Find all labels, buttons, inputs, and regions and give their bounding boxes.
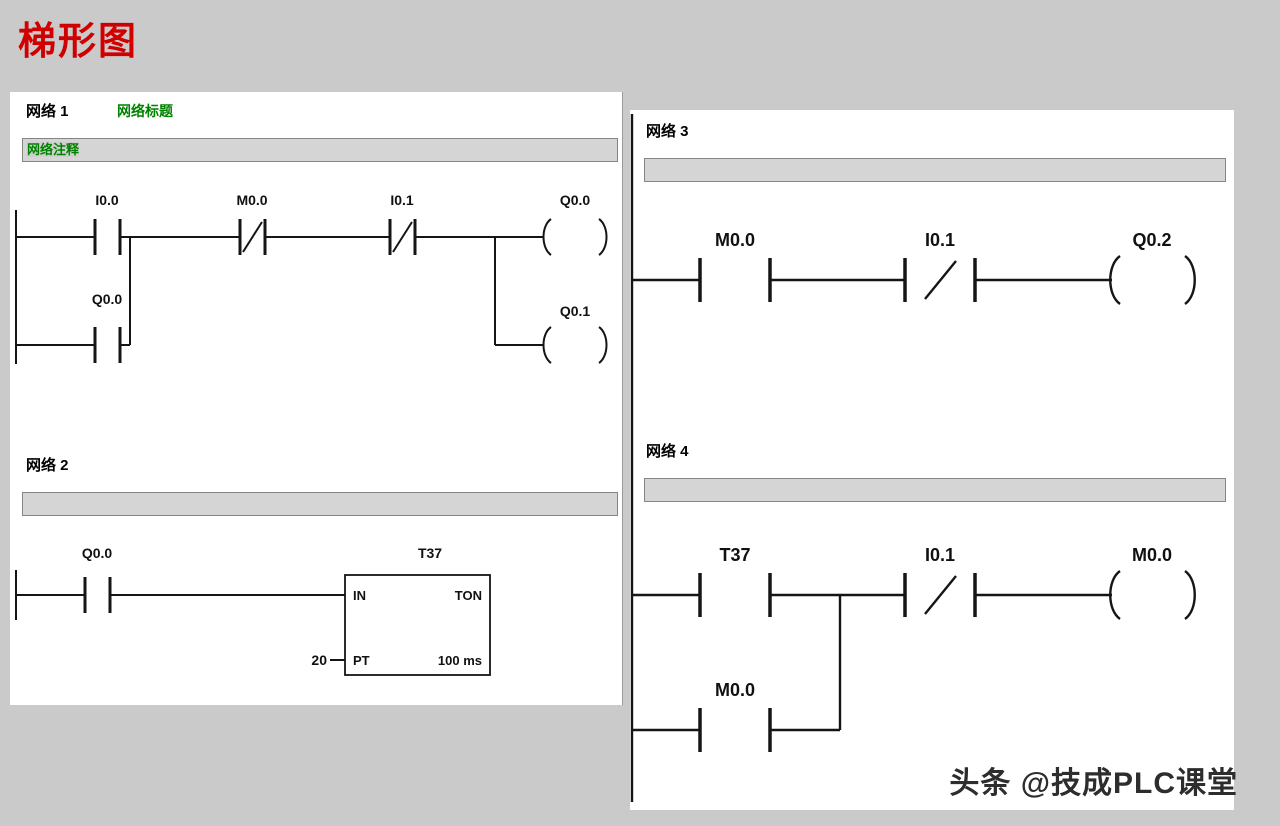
network1-header[interactable]: 网络 1 网络标题 — [26, 100, 173, 120]
contact-i01-n4-label[interactable]: I0.1 — [925, 545, 955, 565]
nc-contact-i01[interactable] — [388, 219, 417, 255]
timer-preset-value[interactable]: 20 — [311, 652, 327, 668]
contact-i01-label[interactable]: I0.1 — [390, 192, 414, 208]
contact-t37-label[interactable]: T37 — [719, 545, 750, 565]
network2-rung: Q0.0 IN TON PT 100 ms T37 20 — [15, 545, 491, 676]
timer-t37-label[interactable]: T37 — [418, 545, 442, 561]
contact-q00-n2-label[interactable]: Q0.0 — [82, 545, 113, 561]
left-ladder-graphics: I0.0 M0.0 I0.1 Q0.0 — [15, 192, 608, 676]
contact-m00-branch-label[interactable]: M0.0 — [715, 680, 755, 700]
network1-comment: 网络注释 — [27, 142, 80, 157]
no-contact-i00[interactable] — [93, 219, 122, 255]
network2-label: 网络 2 — [26, 457, 69, 474]
no-contact-m00-n3[interactable] — [698, 258, 772, 302]
right-editor-panel: 网络 3 网络 4 M0.0 I0.1 — [630, 110, 1234, 810]
timer-in-pin: IN — [353, 588, 366, 603]
coil-m00-label[interactable]: M0.0 — [1132, 545, 1172, 565]
network2-comment-bar[interactable] — [22, 492, 618, 516]
contact-m00-label[interactable]: M0.0 — [236, 192, 267, 208]
timer-type-label: TON — [455, 588, 482, 603]
contact-m00-n3-label[interactable]: M0.0 — [715, 230, 755, 250]
coil-q02-label[interactable]: Q0.2 — [1132, 230, 1171, 250]
coil-q00-label[interactable]: Q0.0 — [560, 192, 591, 208]
coil-q02[interactable] — [1109, 255, 1196, 305]
contact-q00-branch-label[interactable]: Q0.0 — [92, 291, 123, 307]
page-title: 梯形图 — [18, 21, 139, 63]
coil-m00[interactable] — [1109, 570, 1196, 620]
network3-label: 网络 3 — [646, 123, 689, 140]
network4-header[interactable]: 网络 4 — [646, 440, 689, 460]
left-editor-panel: 网络 1 网络标题 网络注释 网络 2 I0.0 M0.0 — [10, 92, 623, 705]
network3-rung: M0.0 I0.1 Q0.2 — [632, 230, 1196, 305]
no-contact-q00-n2[interactable] — [83, 577, 112, 613]
network1-label: 网络 1 — [26, 103, 69, 120]
network3-comment-bar[interactable] — [644, 158, 1226, 182]
network4-comment-bar[interactable] — [644, 478, 1226, 502]
timer-base-label: 100 ms — [438, 653, 482, 668]
nc-contact-m00[interactable] — [238, 219, 267, 255]
network1-rung: I0.0 M0.0 I0.1 Q0.0 — [15, 192, 608, 364]
right-ladder-graphics: M0.0 I0.1 Q0.2 T37 — [630, 114, 1196, 802]
timer-pt-pin: PT — [353, 653, 370, 668]
contact-i01-n3-label[interactable]: I0.1 — [925, 230, 955, 250]
no-contact-m00-branch[interactable] — [698, 708, 772, 752]
coil-q01[interactable] — [542, 326, 608, 364]
nc-contact-i01-n4[interactable] — [903, 573, 977, 617]
network2-header[interactable]: 网络 2 — [26, 454, 69, 474]
coil-q00[interactable] — [542, 218, 608, 256]
timer-box-t37[interactable]: IN TON PT 100 ms — [344, 574, 491, 676]
no-contact-q00-branch[interactable] — [93, 327, 122, 363]
nc-contact-i01-n3[interactable] — [903, 258, 977, 302]
network4-label: 网络 4 — [646, 443, 689, 460]
coil-q01-label[interactable]: Q0.1 — [560, 303, 591, 319]
network3-header[interactable]: 网络 3 — [646, 120, 689, 140]
network4-rung: T37 I0.1 M0.0 M0.0 — [632, 545, 1196, 752]
network1-comment-bar[interactable]: 网络注释 — [22, 138, 618, 162]
contact-i00-label[interactable]: I0.0 — [95, 192, 119, 208]
no-contact-t37[interactable] — [698, 573, 772, 617]
watermark: 头条 @技成PLC课堂 — [949, 767, 1238, 800]
network1-title[interactable]: 网络标题 — [116, 103, 173, 119]
